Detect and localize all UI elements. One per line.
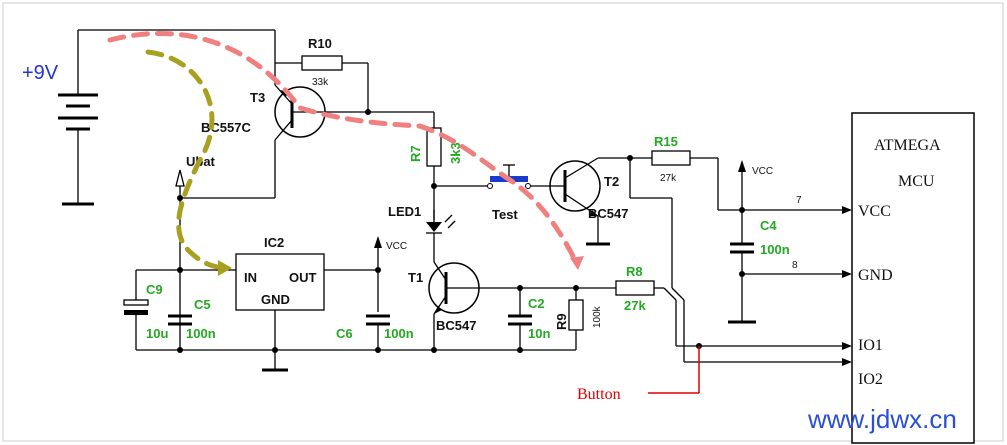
c9-value: 10u: [146, 326, 168, 341]
t3-ref: T3: [250, 90, 265, 105]
r7-value: 3k3: [448, 142, 463, 164]
r8-ref: R8: [626, 264, 643, 279]
capacitor-c9: [123, 269, 180, 350]
mcu-title-line1: ATMEGA: [874, 137, 941, 154]
c6-ref: C6: [336, 326, 353, 341]
capacitor-c2: [508, 288, 532, 350]
vcc-left-label: VCC: [386, 241, 407, 252]
capacitor-c5: [168, 314, 192, 326]
c5-value: 100n: [186, 326, 216, 341]
regulator-flow-path: [145, 49, 225, 271]
mcu-pin-gnd: GND: [858, 267, 893, 284]
current-flow-arrowhead: [570, 256, 584, 270]
mcu-pin-vcc: VCC: [858, 203, 891, 220]
regulator-flow-arrowhead: [218, 260, 232, 276]
resistor-r8: [615, 280, 850, 347]
capacitor-c6: [366, 314, 390, 350]
led1-label: LED1: [388, 204, 421, 219]
transistor-t2: [549, 157, 630, 246]
t1-part: BC547: [436, 318, 476, 333]
vcc-symbol-right: [738, 160, 746, 244]
resistor-r10: [275, 55, 369, 112]
ic2-ref: IC2: [264, 235, 284, 250]
pin-number-vcc: 7: [796, 195, 802, 206]
test-label: Test: [492, 207, 518, 222]
vcc-symbol-left: [374, 236, 382, 312]
t2-ref: T2: [604, 174, 619, 189]
r8-value: 27k: [624, 298, 646, 313]
r9-value: 100k: [592, 305, 603, 328]
c4-ref: C4: [760, 218, 777, 233]
ic2-gnd: GND: [261, 292, 290, 307]
c6-value: 100n: [384, 326, 414, 341]
r7-ref: R7: [408, 145, 423, 162]
vcc-right-label: VCC: [752, 166, 773, 177]
capacitor-c4: [728, 242, 850, 324]
r10-value: 33k: [312, 77, 329, 88]
c4-value: 100n: [760, 242, 790, 257]
resistor-r9: [568, 288, 584, 350]
supply-voltage-label: +9V: [22, 62, 59, 84]
c2-ref: C2: [528, 296, 545, 311]
mcu-pin-io2: IO2: [858, 371, 883, 388]
t2-part: BC547: [588, 206, 628, 221]
pin-number-gnd: 8: [792, 260, 798, 271]
r15-ref: R15: [654, 134, 678, 149]
mcu-title-line2: MCU: [898, 173, 935, 190]
mcu-pin-io1: IO1: [858, 337, 883, 354]
button-label: Button: [577, 386, 621, 403]
battery: [58, 30, 98, 206]
ic2-in: IN: [244, 270, 257, 285]
ubat-arrow: [175, 169, 185, 187]
ic2-out: OUT: [289, 270, 317, 285]
led-led1: [426, 210, 456, 262]
mcu-block: [842, 112, 975, 444]
current-flow-path: [107, 30, 579, 265]
watermark: www.jdwx.cn: [807, 404, 957, 434]
resistor-r15: [630, 150, 850, 211]
regulator-ic2: [180, 253, 378, 372]
r9-ref: R9: [554, 313, 569, 330]
t3-part: BC557C: [201, 120, 251, 135]
c2-value: 10n: [528, 326, 550, 341]
r15-value: 27k: [660, 173, 677, 184]
transistor-t1: [428, 261, 616, 350]
t1-ref: T1: [408, 270, 423, 285]
c9-ref: C9: [146, 282, 163, 297]
r10-ref: R10: [308, 36, 332, 51]
c5-ref: C5: [194, 297, 211, 312]
